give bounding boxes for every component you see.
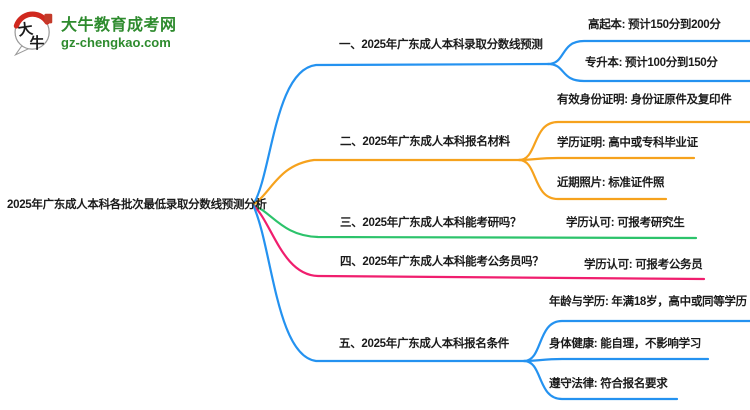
site-url: gz-chengkao.com bbox=[61, 34, 171, 50]
branch-2-child-1: 有效身份证明: 身份证原件及复印件 bbox=[557, 94, 732, 106]
branch-3-label: 三、2025年广东成人本科能考研吗？ bbox=[340, 217, 522, 229]
logo-char-bottom: 牛 bbox=[30, 34, 45, 52]
root-node: 2025年广东成人本科各批次最低录取分数线预测分析 bbox=[7, 199, 267, 211]
branch-2-child-3: 近期照片: 标准证件照 bbox=[557, 177, 665, 189]
branch-5-line bbox=[251, 203, 526, 363]
branch-4-child-1: 学历认可: 可报考公务员 bbox=[584, 259, 703, 271]
branch-4-line bbox=[251, 203, 706, 281]
branch-2-child-3-line bbox=[517, 158, 668, 201]
branch-5-child-3-line bbox=[522, 359, 679, 401]
branch-1-line bbox=[251, 62, 550, 207]
branch-3-line bbox=[251, 203, 698, 240]
daniu-logo-icon: 大 牛 bbox=[13, 11, 53, 56]
branch-5-label: 五、2025年广东成人本科报名条件 bbox=[339, 338, 509, 350]
logo-char-top: 大 bbox=[17, 20, 34, 40]
branch-1-child-2: 专升本: 预计100分到150分 bbox=[585, 57, 718, 69]
branch-1-child-1: 高起本: 预计150分到200分 bbox=[588, 19, 721, 31]
branch-1-label: 一、2025年广东成人本科录取分数线预测 bbox=[339, 39, 543, 51]
branch-5-child-3: 遵守法律: 符合报名要求 bbox=[549, 378, 668, 390]
branch-4-label: 四、2025年广东成人本科能考公务员吗？ bbox=[340, 256, 544, 268]
branch-1-child-2-line bbox=[546, 62, 750, 83]
branch-5-child-2: 身体健康: 能自理，不影响学习 bbox=[549, 338, 702, 350]
branch-1-child-1-line bbox=[546, 39, 750, 66]
logo-red-arc-icon bbox=[13, 11, 50, 29]
branch-3-child-1: 学历认可: 可报考研究生 bbox=[566, 217, 685, 229]
branch-5-child-1-line bbox=[522, 319, 750, 363]
branch-2-label: 二、2025年广东成人本科报名材料 bbox=[340, 136, 510, 148]
site-logo[interactable]: 大 牛 大牛教育成考网 gz-chengkao.com bbox=[12, 9, 177, 56]
branch-2-child-2-line bbox=[517, 156, 696, 162]
site-name: 大牛教育成考网 bbox=[61, 16, 177, 34]
branch-2-line bbox=[251, 158, 521, 207]
logo-seal-icon bbox=[44, 13, 53, 24]
branch-2-child-1-line bbox=[517, 120, 750, 162]
branch-5-child-2-line bbox=[522, 357, 710, 363]
branch-5-child-1: 年龄与学历: 年满18岁，高中或同等学历 bbox=[549, 296, 747, 308]
branch-2-child-2: 学历证明: 高中或专科毕业证 bbox=[557, 137, 698, 149]
